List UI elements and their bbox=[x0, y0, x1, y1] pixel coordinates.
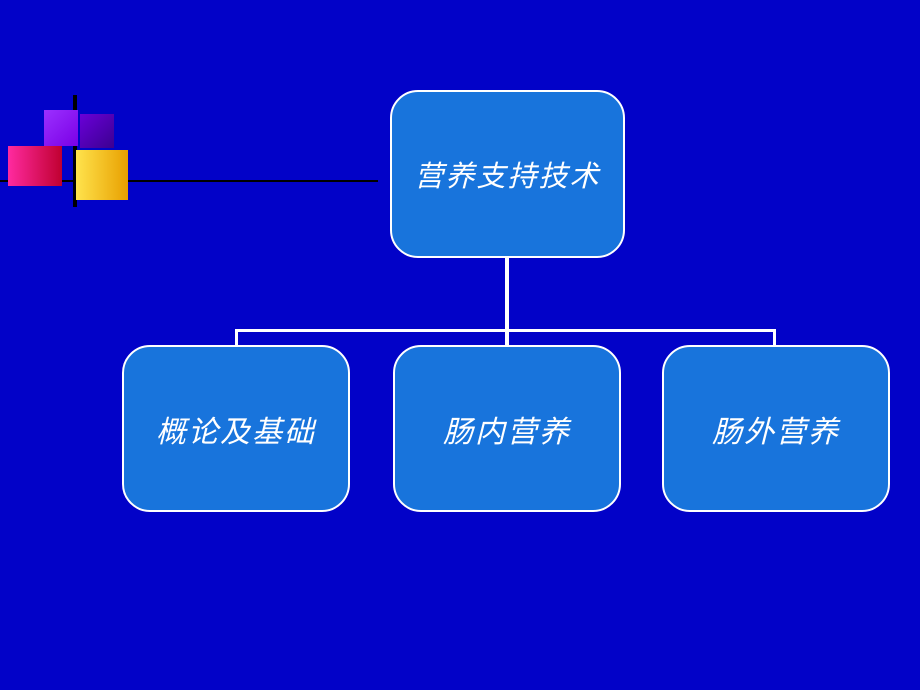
diagram-node-overview-label: 概论及基础 bbox=[156, 414, 316, 450]
connector-stub-left bbox=[235, 329, 238, 346]
connector-root-stem bbox=[505, 258, 509, 332]
diagram-node-root: 营养支持技术 bbox=[390, 90, 625, 258]
diagram-node-enteral: 肠内营养 bbox=[393, 345, 621, 512]
diagram-node-enteral-label: 肠内营养 bbox=[443, 414, 571, 450]
ornament-square-purple bbox=[80, 114, 114, 148]
ornament-vertical-line bbox=[73, 95, 77, 207]
diagram-node-parenteral: 肠外营养 bbox=[662, 345, 890, 512]
diagram-node-parenteral-label: 肠外营养 bbox=[712, 414, 840, 450]
ornament-square-gold bbox=[76, 150, 128, 200]
diagram-node-root-label: 营养支持技术 bbox=[414, 159, 601, 193]
connector-stub-middle bbox=[505, 329, 509, 346]
connector-stub-right bbox=[773, 329, 776, 346]
ornament-square-magenta bbox=[8, 146, 62, 186]
ornament-horizontal-line bbox=[0, 180, 378, 182]
ornament-square-violet bbox=[44, 110, 78, 146]
diagram-node-overview: 概论及基础 bbox=[122, 345, 350, 512]
